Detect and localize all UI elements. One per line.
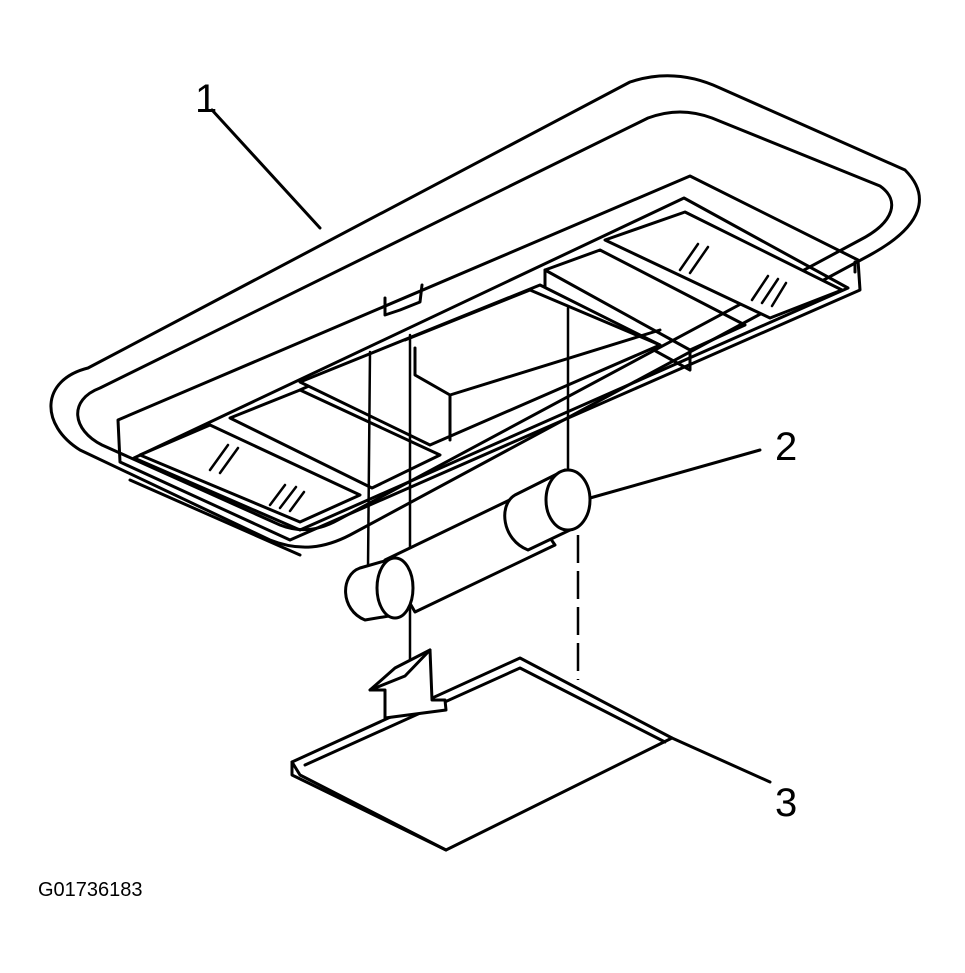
callout-2: 2: [775, 425, 797, 469]
leader-lines: [210, 108, 772, 784]
lamp-bulb: [344, 468, 592, 622]
lamp-housing: [49, 74, 921, 557]
lamp-lens: [290, 648, 674, 852]
callout-3: 3: [775, 781, 797, 825]
callout-1: 1: [195, 77, 217, 121]
figure-code: G01736183: [38, 879, 143, 901]
